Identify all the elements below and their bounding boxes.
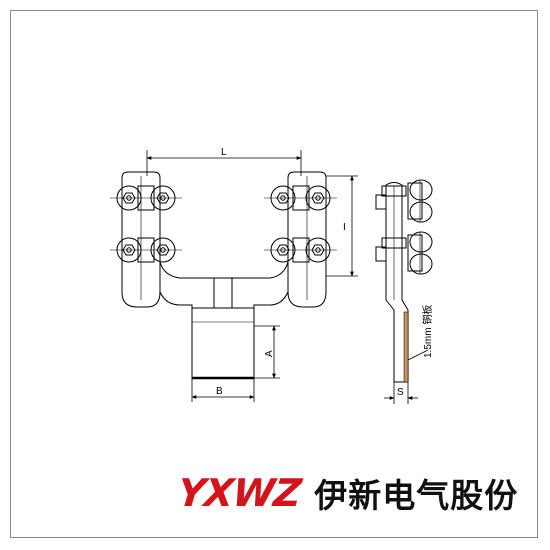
drawing-frame (10, 10, 538, 538)
left-bolt-ears (110, 185, 182, 263)
brand-footer: YXWZ 伊新电气股份 (175, 470, 519, 516)
terminal-plate (191, 307, 255, 379)
company-name: 伊新电气股份 (314, 476, 519, 515)
side-view (375, 179, 433, 383)
dimension-I-label: I (343, 222, 346, 233)
right-arm-outline (287, 171, 327, 308)
front-view (110, 171, 337, 380)
dimension-B-label: B (216, 386, 223, 397)
plate-leader-line (407, 349, 429, 361)
dimension-L-label: L (221, 147, 227, 158)
right-bolt-ears (264, 185, 337, 263)
connecting-body-bottom (159, 291, 289, 308)
company-logo: YXWZ (175, 471, 303, 515)
dimension-L (146, 150, 302, 176)
dimension-B (191, 378, 255, 402)
bolt-heads (122, 192, 325, 256)
left-arm-outline (121, 171, 161, 308)
dimension-S-label: S (397, 387, 404, 398)
plate-note: 1.5mm 铜板 (421, 305, 434, 358)
copper-plate (403, 311, 409, 383)
connecting-body (159, 261, 289, 279)
dimension-S (384, 382, 418, 404)
dimension-A-label: A (264, 350, 275, 357)
dimension-A (254, 325, 280, 379)
neck (213, 278, 233, 308)
side-body (385, 182, 409, 383)
dimension-I (326, 175, 358, 277)
